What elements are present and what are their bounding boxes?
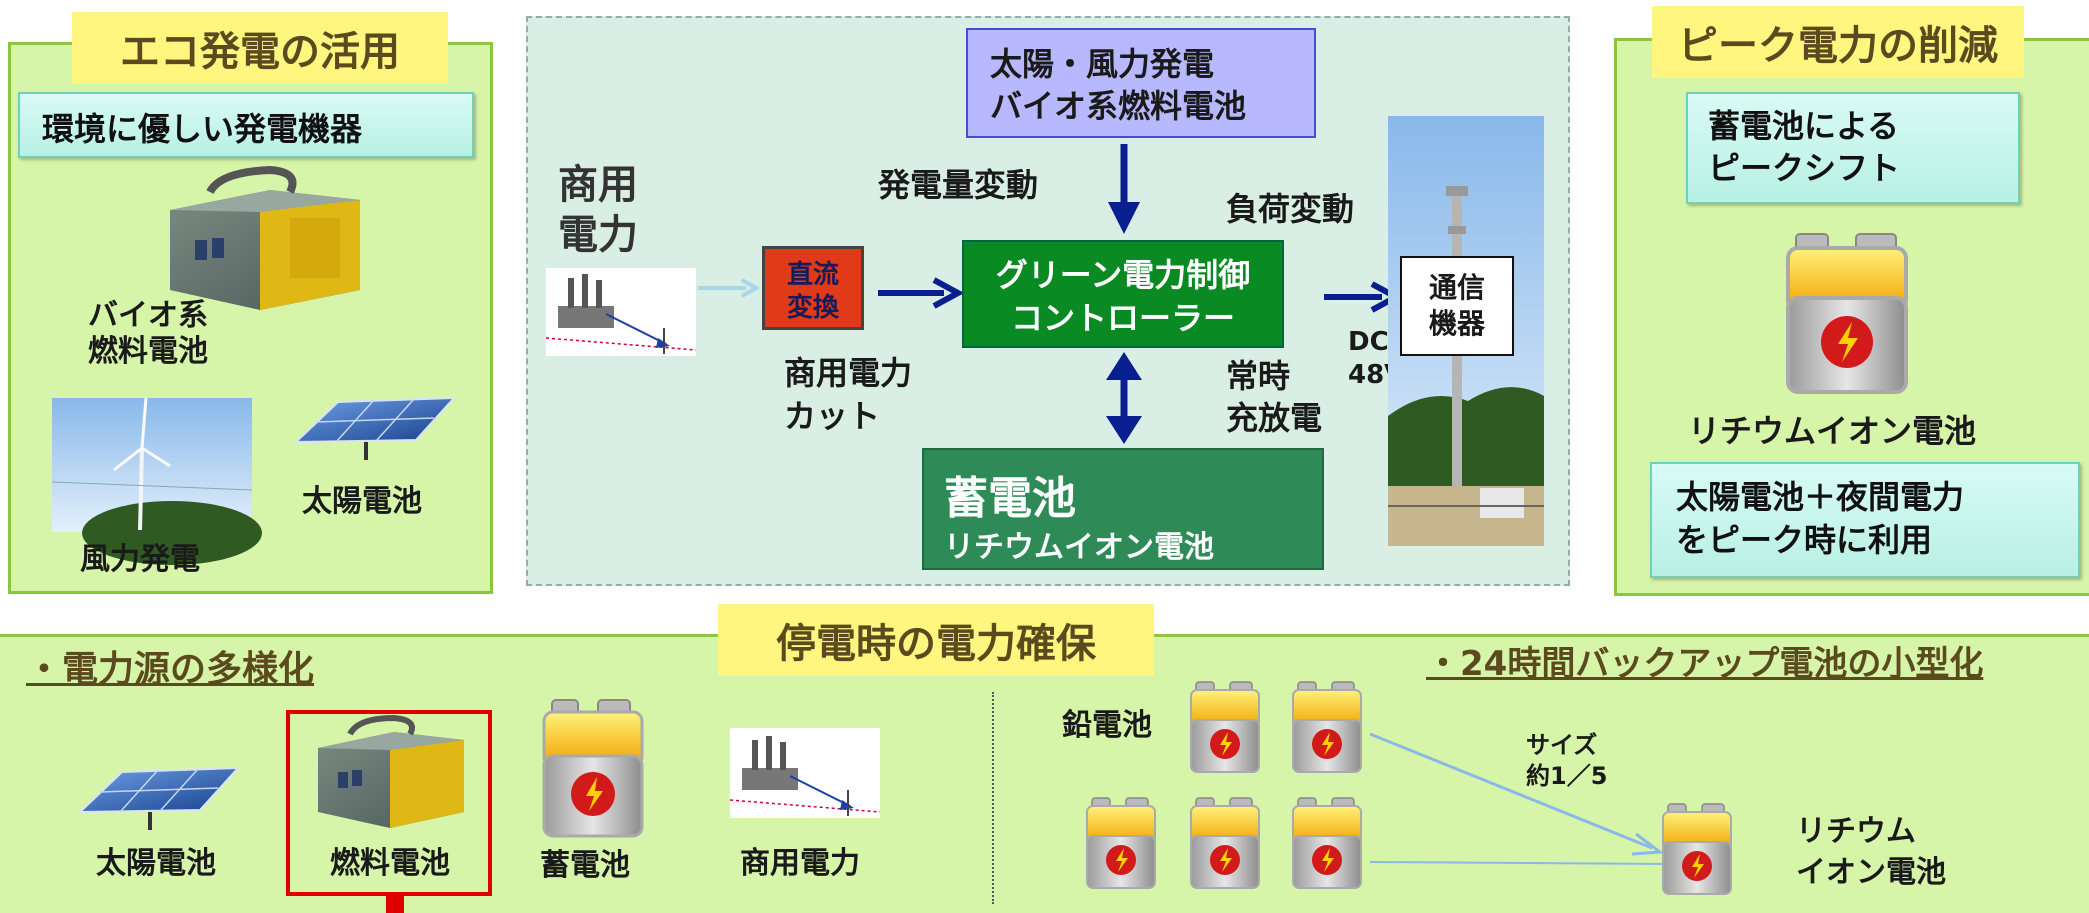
commercial-power-label: 商用 電力 xyxy=(558,162,638,258)
storage-battery-title: 蓄電池 xyxy=(944,473,1076,524)
arrow-commercial-to-converter xyxy=(698,278,761,298)
storage-battery-icon-bottom xyxy=(542,699,644,838)
source-solar-label: 太陽電池 xyxy=(96,846,216,881)
solar-panel-icon xyxy=(293,396,457,460)
size-note-label: サイズ 約1／5 xyxy=(1526,731,1608,791)
fuel-cell-icon-bottom xyxy=(318,714,464,828)
wind-turbine-photo xyxy=(51,397,262,565)
solar-cell-label: 太陽電池 xyxy=(302,484,422,519)
power-sources-box: 太陽・風力発電 バイオ系燃料電池 xyxy=(966,28,1316,138)
bio-fuel-cell-label: バイオ系 燃料電池 xyxy=(88,298,208,369)
size-reduction-arrow xyxy=(1369,732,1667,865)
peak-reduction-title: ピーク電力の削減 xyxy=(1652,6,2024,78)
charge-discharge-label: 常時 充放電 xyxy=(1226,357,1323,437)
lead-battery-icon xyxy=(1190,681,1260,773)
generation-fluctuation-label: 発電量変動 xyxy=(878,166,1039,204)
lead-battery-icon xyxy=(1190,797,1260,889)
eco-friendly-devices-label: 環境に優しい発電機器 xyxy=(18,92,474,158)
lead-battery-label: 鉛電池 xyxy=(1062,708,1152,743)
diversify-heading: ・電力源の多様化 xyxy=(26,649,315,690)
fuel-cell-pointer-bar xyxy=(386,896,404,913)
solar-night-power-label: 太陽電池＋夜間電力 をピーク時に利用 xyxy=(1650,462,2080,578)
load-fluctuation-label: 負荷変動 xyxy=(1226,190,1355,228)
power-plant-icon-bottom xyxy=(729,728,881,818)
eco-generation-title: エコ発電の活用 xyxy=(72,12,448,84)
power-plant-icon xyxy=(545,268,697,356)
solar-panel-icon-bottom xyxy=(77,766,241,830)
lithium-ion-label-peak: リチウムイオン電池 xyxy=(1688,412,1977,450)
storage-battery-subtitle: リチウムイオン電池 xyxy=(944,530,1214,565)
lithium-battery-small-icon xyxy=(1662,803,1732,895)
commercial-cut-label: 商用電力 カット xyxy=(784,354,913,436)
lithium-battery-icon xyxy=(1786,233,1908,394)
arrow-controller-battery-bidirectional xyxy=(1106,352,1142,444)
arrow-converter-to-controller xyxy=(878,277,965,309)
comm-equipment-box: 通信 機器 xyxy=(1400,256,1514,356)
arrow-sources-to-controller xyxy=(1108,144,1140,234)
storage-battery-box: 蓄電池 リチウムイオン電池 xyxy=(922,448,1324,570)
lead-battery-icon xyxy=(1292,681,1362,773)
wind-power-label: 風力発電 xyxy=(80,542,200,577)
source-fuel-cell-label: 燃料電池 xyxy=(330,846,450,881)
backup-heading: ・24時間バックアップ電池の小型化 xyxy=(1426,644,1984,684)
dc-converter-box: 直流 変換 xyxy=(762,246,864,330)
lead-battery-icon xyxy=(1292,797,1362,889)
source-commercial-label: 商用電力 xyxy=(740,846,860,881)
source-battery-label: 蓄電池 xyxy=(540,848,630,883)
outage-power-title: 停電時の電力確保 xyxy=(718,604,1154,676)
lead-battery-icon xyxy=(1086,797,1156,889)
green-power-controller-box: グリーン電力制御 コントローラー xyxy=(962,240,1284,348)
outage-divider xyxy=(992,692,994,904)
fuel-cell-highlight-frame xyxy=(286,710,492,896)
peak-shift-label: 蓄電池による ピークシフト xyxy=(1686,92,2020,204)
bio-fuel-cell-icon xyxy=(170,165,360,310)
lithium-ion-label-bottom: リチウム イオン電池 xyxy=(1796,814,1946,890)
